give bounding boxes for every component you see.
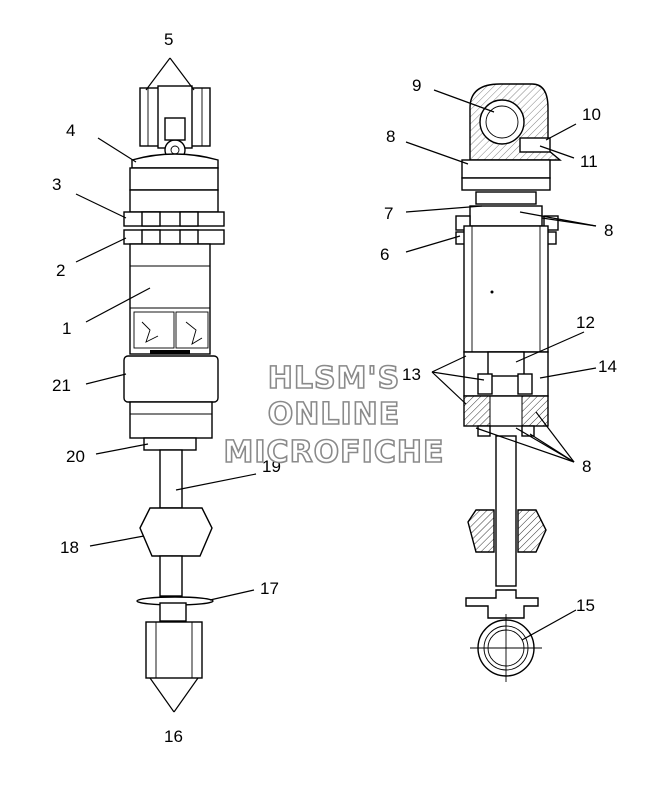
- callout-2: 2: [56, 261, 65, 280]
- callout-15: 15: [576, 596, 595, 615]
- leader-lines: [75, 57, 597, 713]
- callout-8-bottom: 8: [582, 457, 591, 476]
- callout-10: 10: [582, 105, 601, 124]
- callout-19: 19: [262, 457, 281, 476]
- spring-collar-3: [123, 211, 225, 227]
- callout-11: 11: [580, 152, 598, 171]
- main-tube: [463, 225, 549, 353]
- watermark-line-1: HLSM'S: [268, 361, 400, 396]
- callout-8-top: 8: [386, 127, 395, 146]
- lower-retainer: [465, 589, 539, 619]
- callout-7: 7: [384, 204, 393, 223]
- callout-17: 17: [260, 579, 279, 598]
- callout-14: 14: [598, 357, 617, 376]
- callout-20: 20: [66, 447, 85, 466]
- callout-labels: 5 4 3 2 1 21 20 19 18 17 16 9 10 8 11 7 …: [52, 30, 617, 746]
- callout-18: 18: [60, 538, 79, 557]
- callout-6: 6: [380, 245, 389, 264]
- shaft-cutaway: [495, 435, 517, 587]
- watermark-line-2: ONLINE: [268, 397, 401, 432]
- callout-4: 4: [66, 121, 75, 140]
- callout-21: 21: [52, 376, 71, 395]
- callout-9: 9: [412, 76, 421, 95]
- top-eye-bushing: [479, 99, 525, 145]
- seal-cap: [143, 437, 197, 451]
- callout-1: 1: [62, 319, 71, 338]
- right-shock-cutaway-view: [455, 83, 562, 682]
- callout-8-mid: 8: [604, 221, 613, 240]
- callout-16: 16: [164, 727, 183, 746]
- body-cap: [131, 153, 219, 169]
- spring-collar-2: [123, 229, 225, 245]
- shaft: [159, 449, 183, 509]
- floating-piston: [475, 191, 537, 205]
- spring-adjuster-collar: [123, 355, 219, 403]
- piston: [487, 351, 525, 377]
- left-shock-exterior-view: [123, 85, 225, 679]
- callout-12: 12: [576, 313, 595, 332]
- callout-3: 3: [52, 175, 61, 194]
- watermark: HLSM'S ONLINE MICROFICHE: [223, 360, 445, 471]
- bottom-mount: [145, 621, 203, 679]
- shock-body: [129, 243, 211, 355]
- valve: [519, 137, 551, 153]
- callout-5: 5: [164, 30, 173, 49]
- callout-13: 13: [402, 365, 421, 384]
- bumper: [139, 507, 213, 557]
- watermark-line-3: MICROFICHE: [224, 435, 445, 470]
